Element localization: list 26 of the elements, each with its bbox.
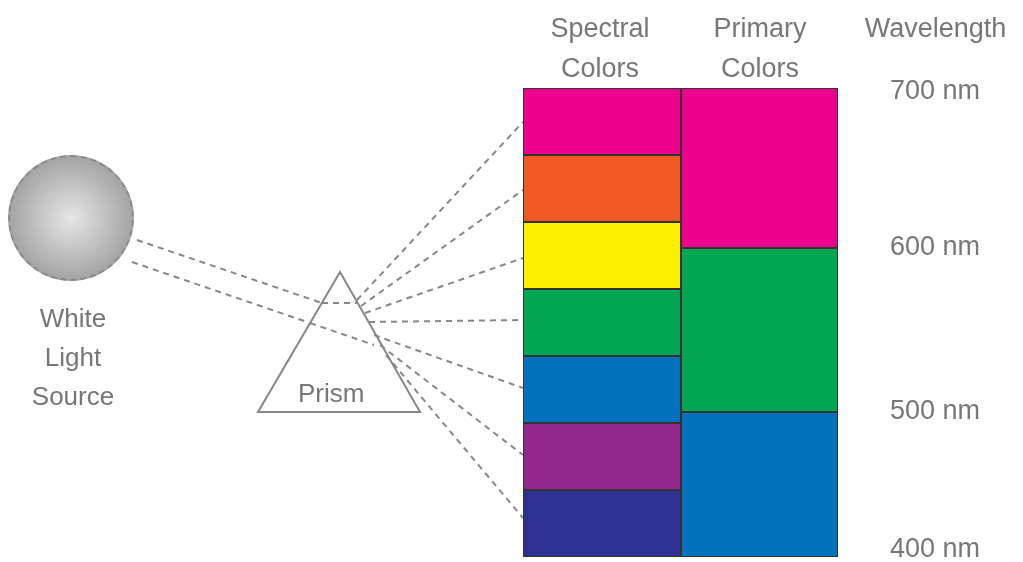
color-band <box>681 412 838 557</box>
color-band <box>523 490 681 557</box>
column-heading: Wavelength <box>863 12 1008 45</box>
color-band <box>523 88 681 155</box>
light-ray <box>373 334 524 389</box>
light-ray <box>360 189 524 307</box>
color-band <box>681 88 838 248</box>
color-band <box>523 155 681 222</box>
color-band <box>523 289 681 356</box>
light-ray <box>385 354 524 519</box>
wavelength-label: 500 nm <box>888 394 982 427</box>
wavelength-label: 700 nm <box>888 74 982 107</box>
source-label: White Light Source <box>30 302 116 413</box>
wavelength-label: 600 nm <box>888 230 982 263</box>
prism-label: Prism <box>298 378 365 408</box>
color-band <box>523 423 681 490</box>
color-band <box>681 248 838 412</box>
light-ray <box>364 257 524 314</box>
light-ray <box>356 121 524 301</box>
light-ray <box>379 344 524 456</box>
color-band <box>523 222 681 289</box>
column-heading: Primary Colors <box>712 12 808 85</box>
column-heading: Spectral Colors <box>549 12 651 85</box>
color-band <box>523 356 681 423</box>
light-ray <box>136 239 323 304</box>
wavelength-label: 400 nm <box>888 532 982 562</box>
